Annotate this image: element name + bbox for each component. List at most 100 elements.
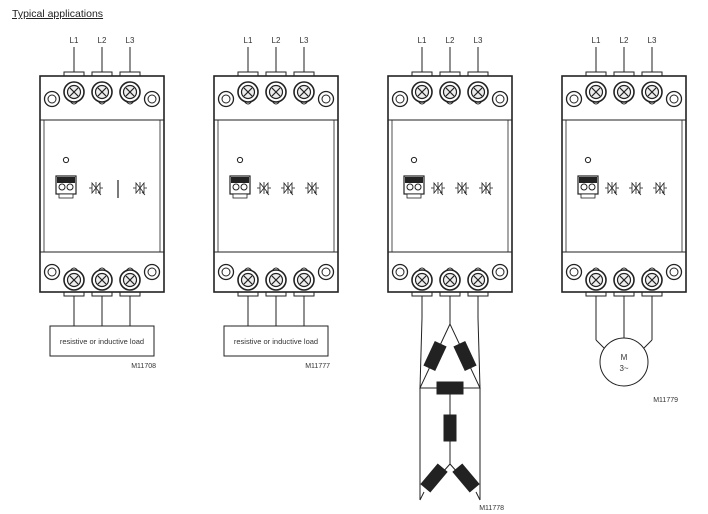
- triac-diode: [631, 181, 637, 195]
- connector-screw: [240, 183, 248, 191]
- triac-diode: [287, 181, 293, 195]
- triac-symbol: [257, 181, 271, 196]
- triac-diode: [457, 181, 463, 195]
- triac-symbol: [455, 181, 469, 196]
- screw-slot: [473, 87, 483, 97]
- mount-hole-inner: [47, 94, 57, 104]
- terminal-screw: [641, 81, 663, 105]
- terminal-screw: [293, 267, 315, 291]
- phase-label: L2: [98, 36, 107, 45]
- triac-gate: [313, 191, 318, 196]
- connector-screw: [414, 183, 422, 191]
- load-lead: [643, 339, 653, 349]
- triac-gate: [141, 191, 146, 196]
- triac-gate: [463, 191, 468, 196]
- star-lead: [475, 491, 481, 501]
- screw-slot: [299, 87, 309, 97]
- triac-diode: [655, 181, 661, 195]
- connector-top: [57, 177, 75, 183]
- connector-screw: [66, 183, 74, 191]
- connector-top: [231, 177, 249, 183]
- load-box: [49, 325, 155, 357]
- connector-foot: [580, 193, 596, 199]
- triac-diode: [635, 181, 641, 195]
- status-led: [236, 156, 244, 164]
- connector-screw: [580, 183, 588, 191]
- phase-label: L1: [244, 36, 253, 45]
- figure-ref: M11777: [305, 363, 330, 370]
- screw-slot: [243, 275, 253, 285]
- mount-hole-inner: [395, 267, 405, 277]
- triac-diode: [259, 181, 265, 195]
- terminal-screw: [411, 267, 433, 291]
- terminal-screw: [237, 267, 259, 291]
- mount-hole-inner: [147, 267, 157, 277]
- triac-diode: [481, 181, 487, 195]
- status-led: [62, 156, 70, 164]
- connector-screw: [406, 183, 414, 191]
- terminal-screw: [613, 267, 635, 291]
- terminal-screw: [293, 81, 315, 105]
- load-box: [223, 325, 329, 357]
- terminal-screw: [91, 267, 113, 291]
- triac-diode: [263, 181, 269, 195]
- screw-slot: [243, 87, 253, 97]
- figure-ref: M11778: [479, 505, 504, 512]
- terminal-screw: [91, 81, 113, 105]
- triac-diode: [135, 181, 141, 195]
- triac-symbol: [281, 181, 295, 196]
- screw-slot: [299, 275, 309, 285]
- screw-slot: [591, 87, 601, 97]
- star-winding: [452, 463, 480, 493]
- mount-hole-inner: [569, 94, 579, 104]
- screw-slot: [125, 275, 135, 285]
- connector-screw: [232, 183, 240, 191]
- phase-label: L2: [272, 36, 281, 45]
- connector-screw: [588, 183, 596, 191]
- load-lead: [419, 317, 423, 389]
- mount-hole-inner: [669, 267, 679, 277]
- triac-diode: [611, 181, 617, 195]
- winding-body: [420, 463, 448, 493]
- mount-hole-inner: [495, 267, 505, 277]
- terminal-screw: [63, 81, 85, 105]
- screw-slot: [271, 275, 281, 285]
- connector-foot: [406, 193, 422, 199]
- screw-slot: [445, 87, 455, 97]
- screw-slot: [417, 87, 427, 97]
- screw-slot: [97, 87, 107, 97]
- triac-gate: [439, 191, 444, 196]
- triac-symbol: [305, 181, 319, 196]
- terminal-screw: [265, 81, 287, 105]
- load-lead: [477, 317, 481, 389]
- triac-gate: [289, 191, 294, 196]
- connector-top: [405, 177, 423, 183]
- control-connector: [229, 175, 251, 199]
- winding-body: [453, 341, 477, 371]
- delta-winding: [453, 341, 477, 371]
- page-title: Typical applications: [12, 8, 104, 20]
- motor-name: M: [621, 353, 628, 362]
- phase-label: L1: [592, 36, 601, 45]
- triac-diode: [433, 181, 439, 195]
- phase-label: L3: [648, 36, 657, 45]
- triac-diode: [307, 181, 313, 195]
- screw-slot: [69, 87, 79, 97]
- phase-label: L3: [300, 36, 309, 45]
- triac-diode: [485, 181, 491, 195]
- screw-slot: [473, 275, 483, 285]
- triac-symbol: [479, 181, 493, 196]
- triac-symbol: [431, 181, 445, 196]
- mount-hole-inner: [147, 94, 157, 104]
- load-label: resistive or inductive load: [60, 337, 144, 346]
- mount-hole-inner: [395, 94, 405, 104]
- triac-diode: [659, 181, 665, 195]
- phase-label: L2: [620, 36, 629, 45]
- connector-top: [579, 177, 597, 183]
- screw-slot: [445, 275, 455, 285]
- mount-hole-inner: [495, 94, 505, 104]
- winding-body: [443, 414, 457, 442]
- terminal-screw: [641, 267, 663, 291]
